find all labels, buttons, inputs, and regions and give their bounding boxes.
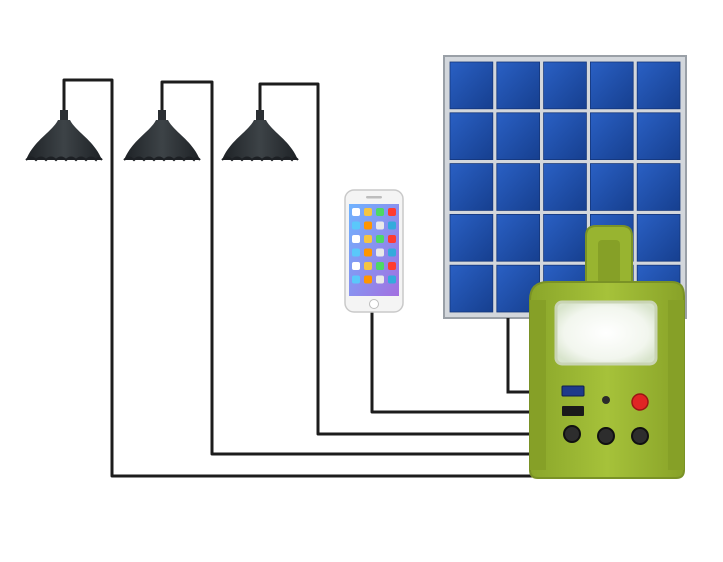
lamp-3-shade: [222, 120, 298, 160]
lamp-3: [221, 110, 299, 162]
solar-cell: [449, 112, 494, 161]
app-icon: [388, 208, 396, 216]
smartphone-speaker: [366, 196, 382, 199]
lamp-2-shade: [124, 120, 200, 160]
power-box-dc-port-3: [631, 427, 649, 445]
lamp-1-socket: [60, 110, 68, 122]
solar-power-box: [529, 225, 685, 479]
app-icon: [376, 248, 384, 257]
app-icon: [376, 275, 384, 284]
app-icon: [376, 262, 384, 270]
lamp-2: [123, 110, 201, 162]
app-icon: [364, 235, 372, 243]
power-box-dc-port-1: [563, 425, 581, 443]
solar-cell: [543, 213, 587, 262]
app-icon: [364, 208, 372, 216]
solar-cell: [496, 213, 540, 262]
app-icon: [352, 208, 360, 216]
lamp-2-socket: [158, 110, 166, 122]
solar-cell: [496, 61, 540, 110]
power-box-side-left: [530, 300, 546, 470]
app-icon: [352, 221, 360, 230]
smartphone: [344, 189, 404, 313]
solar-cell: [636, 163, 681, 211]
lamp-3-cable: [258, 82, 570, 436]
solar-cell: [636, 213, 681, 262]
solar-cell: [496, 163, 540, 211]
app-icon: [376, 221, 384, 230]
solar-cell: [496, 112, 540, 161]
solar-cell: [543, 112, 587, 161]
power-box-indicator-led: [602, 396, 610, 404]
power-box-handle-slot: [598, 240, 620, 284]
lamp-3-socket: [256, 110, 264, 122]
app-icon: [352, 275, 360, 284]
solar-cell: [449, 61, 494, 110]
app-icon: [352, 248, 360, 257]
lamp-1-rim: [25, 156, 103, 162]
solar-cell: [590, 112, 634, 161]
solar-cell: [449, 213, 494, 262]
app-icon: [364, 275, 372, 284]
app-icon: [376, 208, 384, 216]
solar-panel-cells: [449, 61, 681, 313]
solar-cell: [449, 264, 494, 313]
lamp-1-shade: [26, 120, 102, 160]
app-icon: [388, 275, 396, 284]
power-box-power-button: [631, 393, 649, 411]
app-icon: [388, 248, 396, 257]
app-icon: [352, 262, 360, 270]
phone-cable: [370, 312, 568, 414]
lamp-1: [25, 110, 103, 162]
solar-cell: [590, 163, 634, 211]
power-box-usb-port-1: [561, 385, 585, 397]
solar-cell: [636, 112, 681, 161]
solar-cell: [543, 61, 587, 110]
power-box-dc-port-2: [597, 427, 615, 445]
app-icon: [376, 235, 384, 243]
lamp-2-rim: [123, 156, 201, 162]
app-icon: [364, 262, 372, 270]
smartphone-home-button: [369, 299, 379, 309]
app-icon: [388, 262, 396, 270]
app-icon: [388, 221, 396, 230]
solar-panel: [443, 55, 687, 319]
smartphone-app-grid: [352, 208, 396, 284]
solar-cell: [636, 61, 681, 110]
solar-cell: [449, 163, 494, 211]
lamp-3-rim: [221, 156, 299, 162]
app-icon: [388, 235, 396, 243]
power-box-light-window: [554, 300, 658, 366]
power-box-usb-port-2: [562, 406, 584, 416]
app-icon: [352, 235, 360, 243]
solar-cell: [543, 163, 587, 211]
app-icon: [364, 221, 372, 230]
solar-cell: [590, 61, 634, 110]
power-box-side-right: [668, 300, 684, 470]
app-icon: [364, 248, 372, 257]
